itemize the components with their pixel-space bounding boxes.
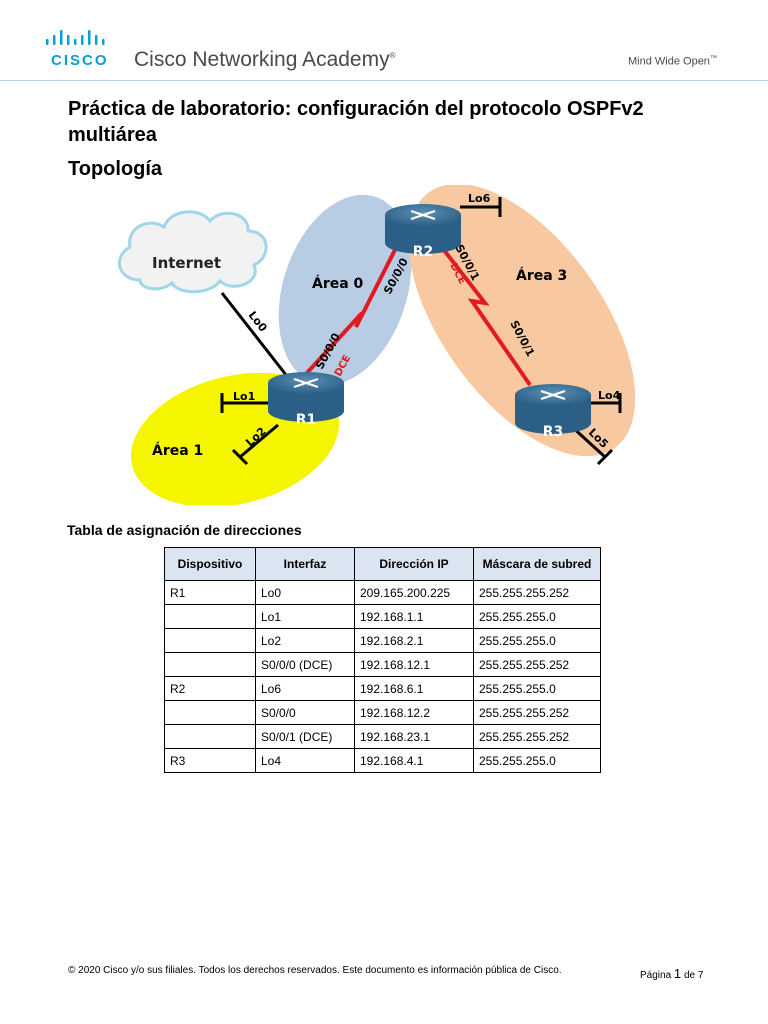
area0-region — [278, 194, 412, 386]
footer-copyright: © 2020 Cisco y/o sus filiales. Todos los… — [68, 965, 562, 976]
tagline: Mind Wide Open™ — [628, 55, 717, 68]
link-r1-r2 — [303, 229, 407, 377]
document-title: Práctica de laboratorio: configuración d… — [68, 98, 644, 146]
table-header-row: Dispositivo Interfaz Dirección IP Máscar… — [164, 547, 601, 581]
header-divider — [0, 80, 768, 81]
svg-text:R3: R3 — [543, 424, 564, 440]
addressing-table: Dispositivo Interfaz Dirección IP Máscar… — [164, 547, 601, 773]
area1-label: Área 1 — [152, 442, 203, 459]
topology-heading: Topología — [68, 158, 163, 180]
internet-label: Internet — [152, 254, 221, 272]
area0-label: Área 0 — [312, 275, 364, 292]
lo6-label: Lo6 — [468, 192, 491, 205]
academy-name: Cisco Networking Academy® — [134, 48, 396, 71]
area3-label: Área 3 — [516, 267, 567, 284]
table-heading: Tabla de asignación de direcciones — [67, 522, 302, 538]
router-r1-icon: R1 — [268, 372, 344, 428]
link-r2-r3 — [438, 243, 532, 387]
header-device: Dispositivo — [164, 547, 256, 581]
cisco-logo-bars-icon — [46, 30, 105, 45]
lo4-label: Lo4 — [598, 389, 621, 402]
header-mask: Máscara de subred — [473, 547, 601, 581]
header-interface: Interfaz — [255, 547, 355, 581]
svg-text:R1: R1 — [296, 412, 317, 428]
router-r2-icon: R2 — [385, 204, 461, 260]
header-ip: Dirección IP — [354, 547, 474, 581]
router-r3-icon: R3 — [515, 384, 591, 440]
svg-text:R2: R2 — [413, 244, 434, 260]
internet-cloud-icon: Internet — [118, 210, 268, 294]
cisco-logo-text: CISCO — [51, 52, 109, 69]
footer-page-number: Página 1 de 7 — [640, 966, 704, 981]
lo0-label: Lo0 — [246, 309, 270, 335]
lo1-label: Lo1 — [233, 390, 255, 403]
topology-diagram: Internet R1 R2 R3 Área 0 Área 1 Área 3 — [118, 185, 636, 505]
link-internet-r1 — [220, 292, 292, 381]
